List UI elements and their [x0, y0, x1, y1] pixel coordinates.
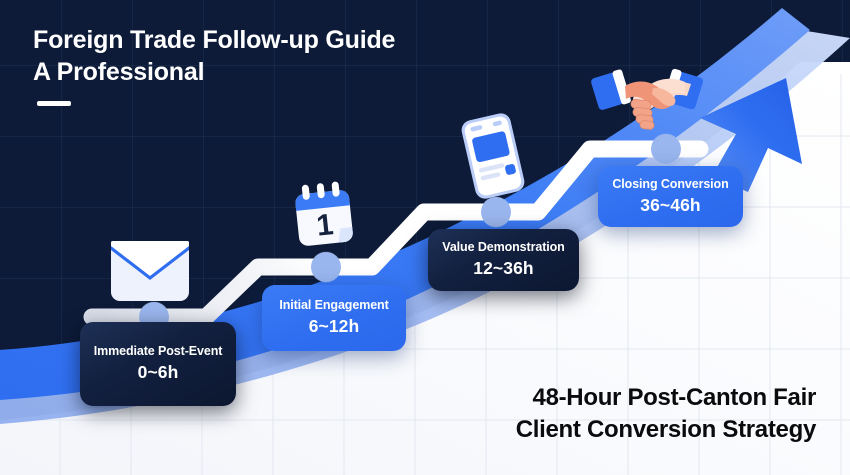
step-label: Initial Engagement — [279, 298, 389, 313]
step-label: Value Demonstration — [442, 240, 565, 255]
title-underline-dash — [37, 101, 71, 106]
step-card-value-demonstration[interactable]: Value Demonstration 12~36h — [428, 229, 579, 291]
step-time: 0~6h — [137, 362, 179, 383]
envelope-icon — [110, 240, 190, 302]
step-label: Closing Conversion — [612, 176, 729, 191]
step-card-closing-conversion[interactable]: Closing Conversion 36~46h — [598, 166, 743, 227]
ascending-step-path — [83, 140, 709, 326]
step-node-2 — [311, 252, 341, 282]
light-area-shape — [0, 62, 850, 475]
step-card-initial-engagement[interactable]: Initial Engagement 6~12h — [262, 285, 406, 351]
step-node-4 — [651, 134, 681, 164]
step-time: 36~46h — [640, 194, 701, 215]
handshake-icon — [591, 58, 703, 130]
step-time: 6~12h — [308, 316, 360, 337]
growth-arrow-icon — [700, 78, 802, 192]
mobile-device-icon — [461, 113, 525, 199]
step-card-immediate-post-event[interactable]: Immediate Post-Event 0~6h — [80, 322, 236, 406]
calendar-day-number: 1 — [315, 208, 335, 243]
subject-line-2: Client Conversion Strategy — [515, 415, 817, 443]
subject-line-1: 48-Hour Post-Canton Fair — [532, 384, 817, 411]
calendar-icon: 1 — [291, 181, 357, 252]
step-node-3 — [481, 197, 511, 227]
subject-heading: 48-Hour Post-Canton Fair Client Conversi… — [515, 382, 817, 445]
title-line-2: A Professional — [33, 58, 205, 86]
step-label: Immediate Post-Event — [93, 344, 223, 359]
title-line-1: Foreign Trade Follow-up Guide — [33, 26, 396, 54]
page-title: Foreign Trade Follow-up Guide A Professi… — [33, 24, 453, 88]
step-time: 12~36h — [473, 258, 534, 279]
